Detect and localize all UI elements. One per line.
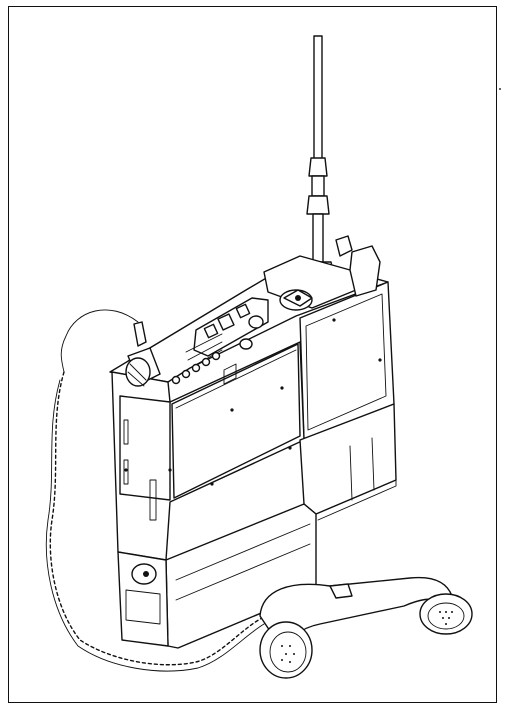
antenna-base-icon xyxy=(279,289,313,311)
scan-speck xyxy=(499,88,501,90)
handset-icon xyxy=(259,576,473,679)
audio-connector-icon xyxy=(125,321,161,387)
antenna-icon xyxy=(301,35,336,281)
control-panel-icon xyxy=(171,297,269,385)
radio-body-icon xyxy=(109,235,395,561)
battery-box-icon xyxy=(117,403,397,649)
coiled-cord-icon xyxy=(45,309,265,672)
